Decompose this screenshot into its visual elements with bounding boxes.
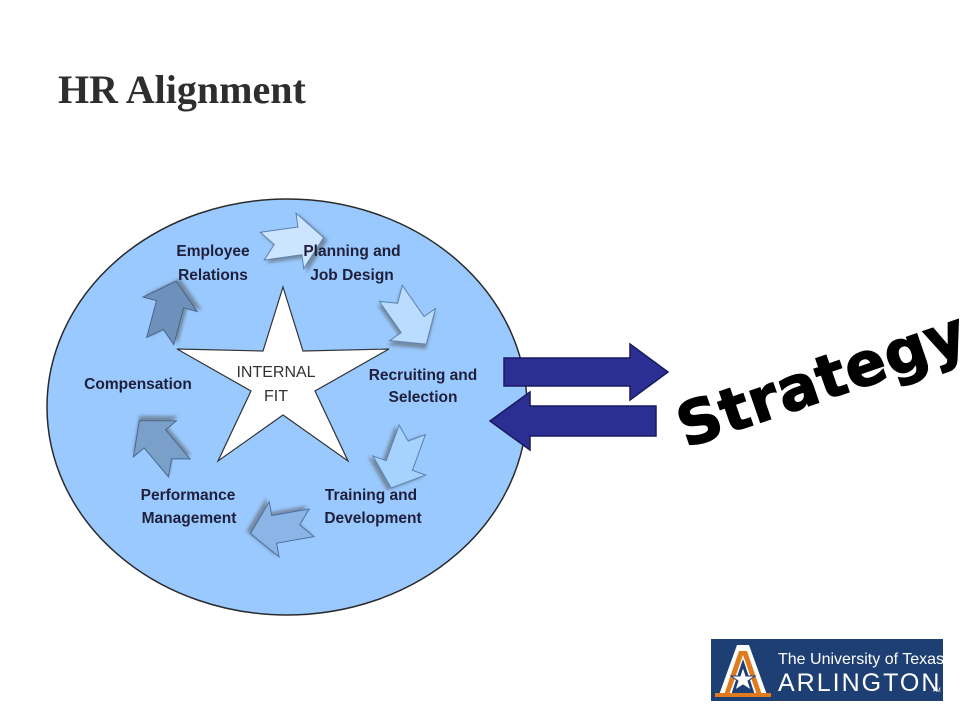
node-recruiting-line2: Selection	[389, 389, 458, 406]
strategy-label: Strategy	[668, 298, 960, 462]
uta-logo: The University of Texas ARLINGTON TM	[711, 639, 944, 701]
arrow-to-strategy	[503, 342, 670, 402]
node-performance-line1: Performance	[141, 487, 236, 504]
internal-fit-label-line2: FIT	[264, 388, 288, 405]
internal-fit-label-line1: INTERNAL	[236, 364, 315, 381]
node-planning: Planning and Job Design	[303, 243, 400, 284]
node-employee-line1: Employee	[176, 243, 250, 260]
slide-title: HR Alignment	[58, 67, 306, 112]
logo-university-text: The University of Texas	[778, 651, 944, 668]
node-performance: Performance Management	[141, 487, 237, 527]
node-recruiting-line1: Recruiting and	[369, 367, 478, 384]
node-training-line2: Development	[324, 510, 421, 527]
node-planning-line1: Planning and	[303, 243, 400, 260]
internal-fit-star	[176, 284, 390, 463]
node-compensation: Compensation	[84, 376, 192, 393]
node-recruiting: Recruiting and Selection	[369, 367, 478, 406]
cycle-arrow-planning	[259, 211, 325, 271]
node-employee-line2: Relations	[178, 267, 248, 284]
node-training: Training and Development	[324, 487, 421, 527]
node-training-line1: Training and	[325, 487, 417, 504]
node-performance-line2: Management	[142, 510, 237, 527]
cycle-arrow-compensation	[132, 419, 192, 479]
node-planning-line2: Job Design	[310, 267, 394, 284]
node-compensation-line1: Compensation	[84, 376, 192, 393]
uta-a-emblem-icon	[711, 639, 773, 701]
cycle-arrow-recruiting	[378, 284, 437, 345]
node-employee: Employee Relations	[176, 243, 250, 284]
cycle-arrow-employee	[141, 280, 199, 346]
logo-tm-mark: TM	[932, 688, 941, 694]
cycle-arrow-performance	[249, 500, 316, 559]
logo-arlington-text: ARLINGTON	[778, 669, 942, 697]
cycle-arrow-training	[371, 423, 428, 489]
cycle-arrows	[132, 211, 437, 559]
arrow-from-strategy	[488, 390, 657, 452]
